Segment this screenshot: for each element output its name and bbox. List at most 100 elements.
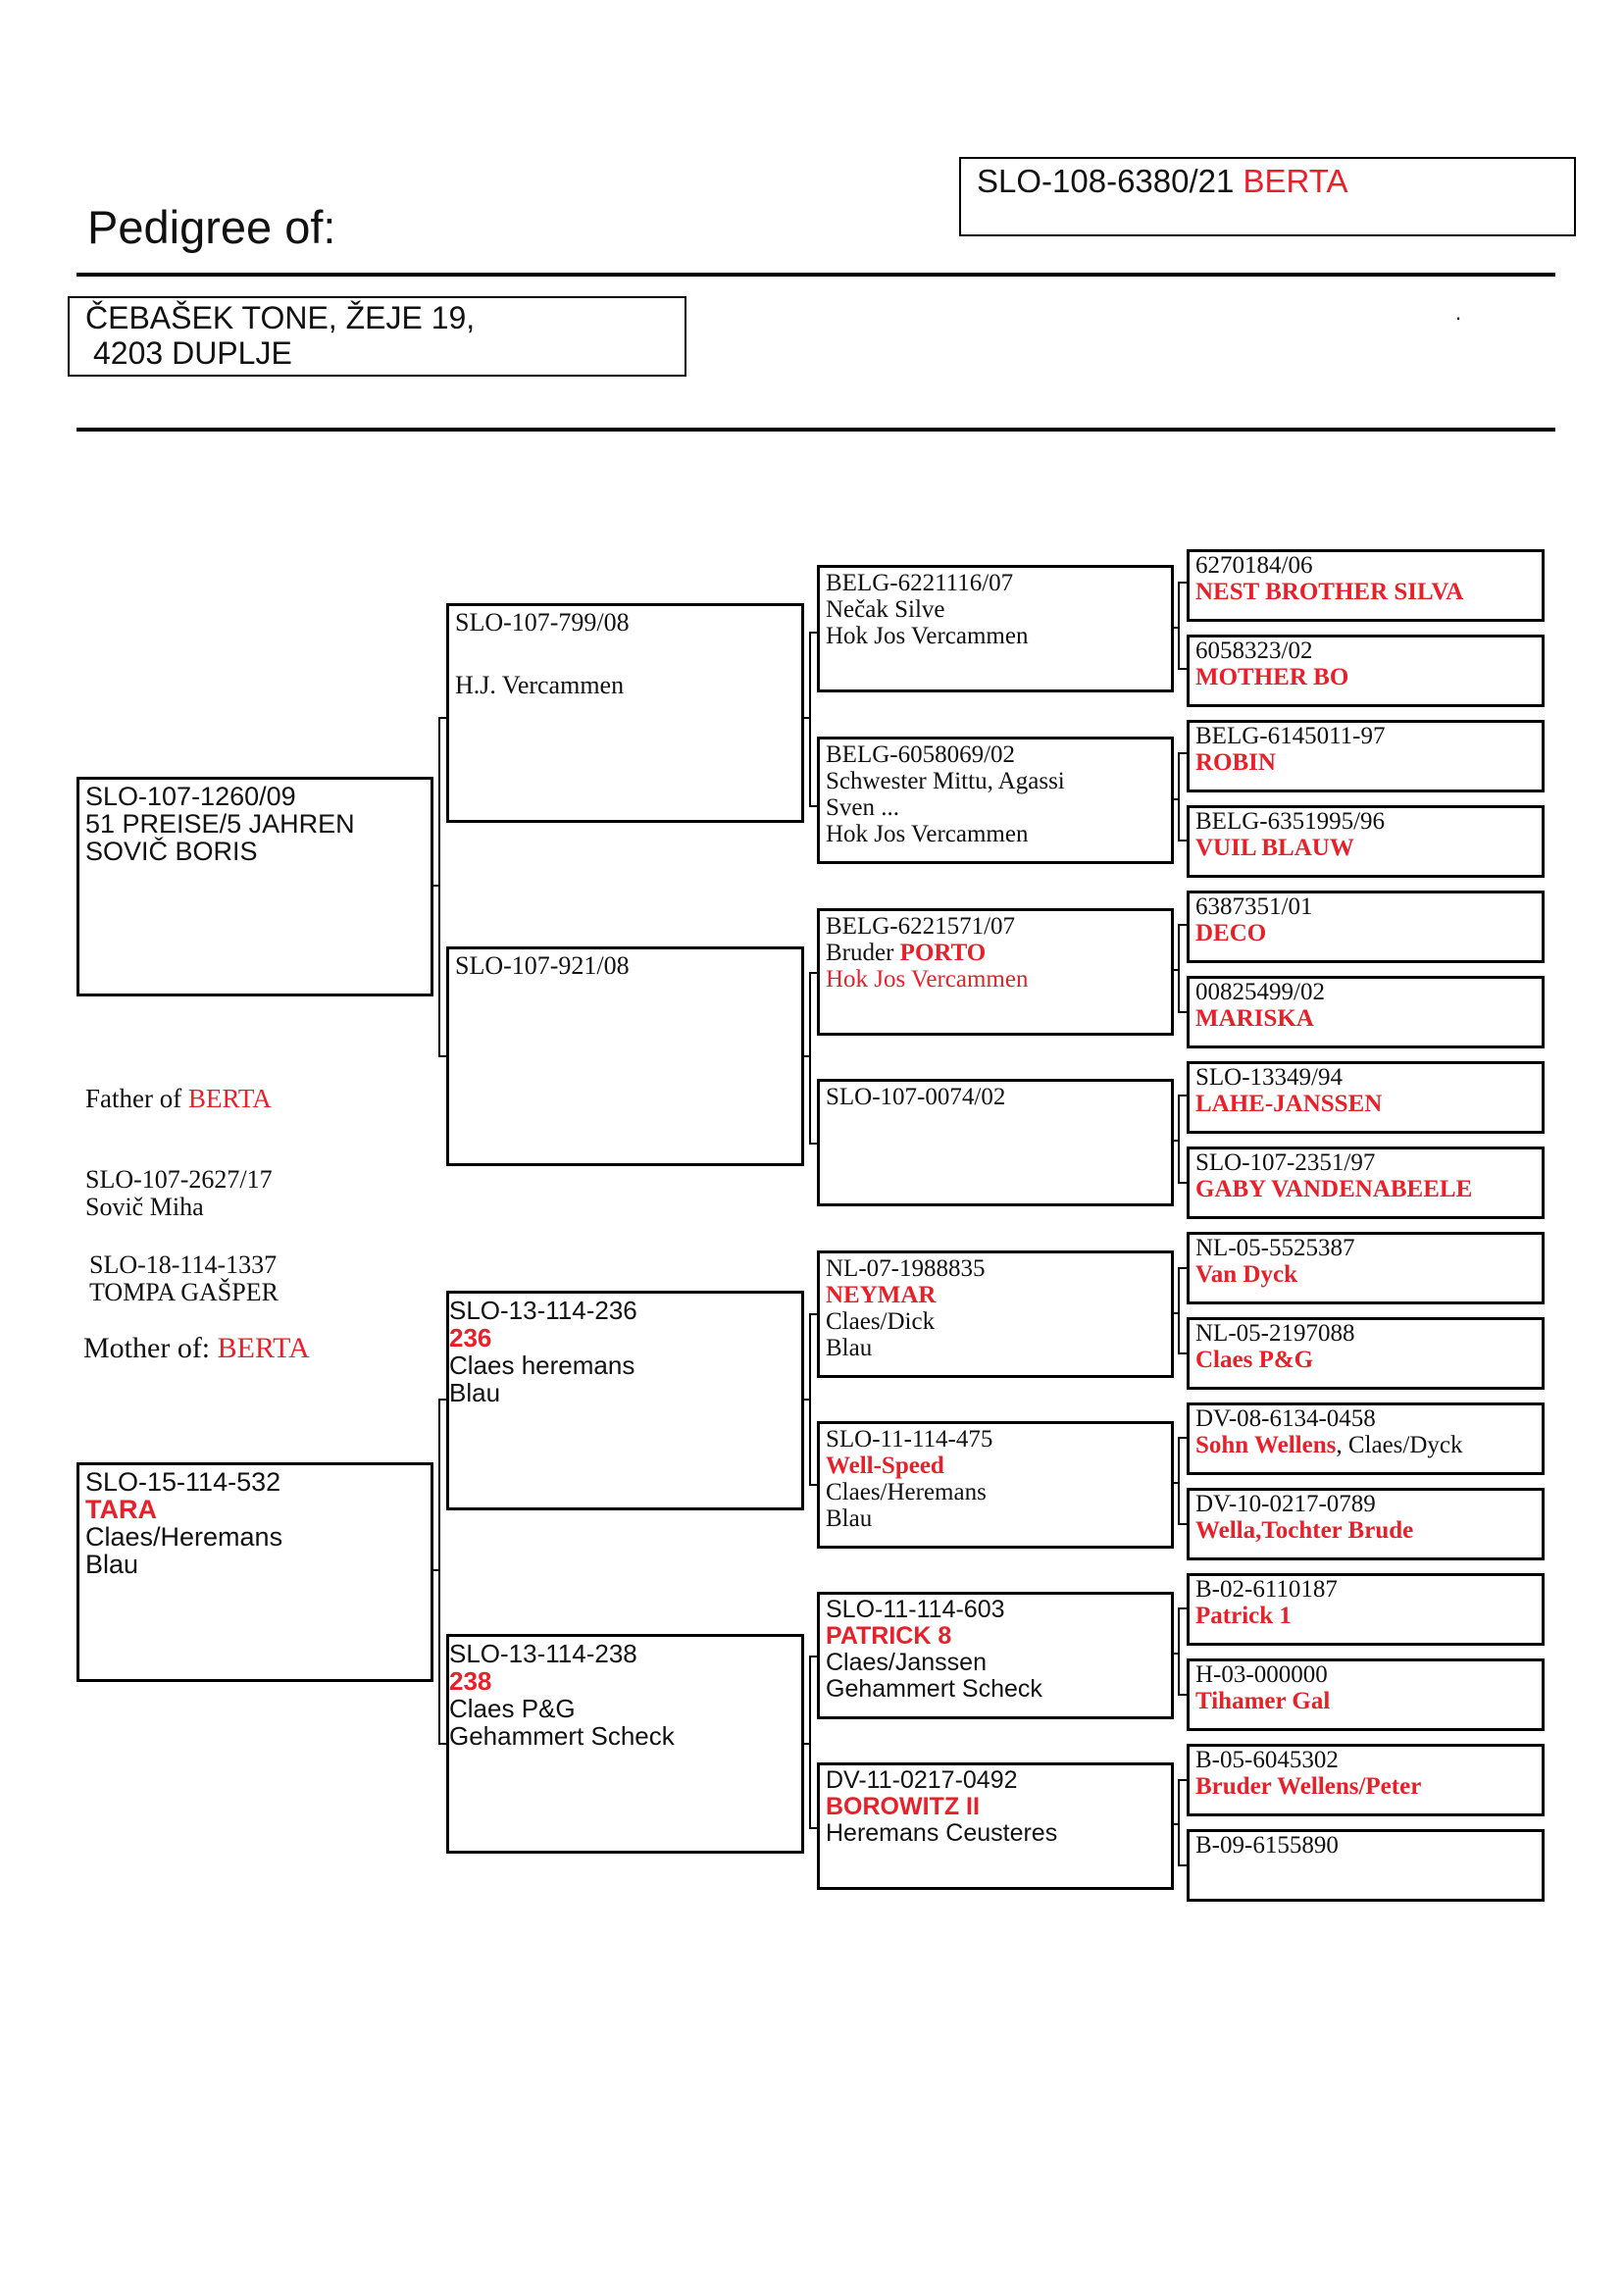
gen4-ring: 6387351/01 (1195, 893, 1313, 920)
gen4-ring: BELG-6145011-97 (1195, 723, 1386, 749)
sire-box: SLO-107-1260/09 51 PREISE/5 JAHREN SOVIČ… (76, 777, 433, 996)
gen4-ring: BELG-6351995/96 (1195, 808, 1386, 835)
gen4-box-15: B-05-6045302 Bruder Wellens/Peter (1187, 1744, 1545, 1816)
gen4-name: Claes P&G (1195, 1347, 1314, 1373)
gen4-box-6: 00825499/02 MARISKA (1187, 976, 1545, 1048)
dss-line4: Blau (826, 1335, 873, 1361)
sss-line3: Hok Jos Vercammen (826, 623, 1029, 649)
dds-name: PATRICK 8 (826, 1622, 952, 1650)
gen4-box-13: B-02-6110187 Patrick 1 (1187, 1573, 1545, 1646)
dss-line3: Claes/Dick (826, 1308, 936, 1335)
gen4-name: NEST BROTHER SILVA (1195, 579, 1464, 605)
dam-line3: Claes/Heremans (85, 1522, 283, 1552)
ds-ring: SLO-13-114-236 (449, 1296, 637, 1325)
gen4-name: MARISKA (1195, 1005, 1314, 1032)
sire-ring: SLO-107-1260/09 (85, 782, 296, 811)
gen4-box-14: H-03-000000 Tihamer Gal (1187, 1658, 1545, 1731)
gen4-name: Patrick 1 (1195, 1603, 1292, 1629)
dss-box: NL-07-1988835 NEYMAR Claes/Dick Blau (817, 1250, 1174, 1378)
gen4-ring: NL-05-5525387 (1195, 1235, 1355, 1261)
sss-line2: Nečak Silve (826, 596, 945, 623)
page-title: Pedigree of: (87, 201, 336, 253)
dam-box: SLO-15-114-532 TARA Claes/Heremans Blau (76, 1462, 433, 1682)
ssd-line4: Hok Jos Vercammen (826, 821, 1029, 847)
sd-ring: SLO-107-921/08 (455, 951, 630, 980)
gen4-name: GABY VANDENABEELE (1195, 1176, 1473, 1202)
gen4-name-suffix: , Claes/Dyck (1336, 1432, 1463, 1458)
ss-breeder: H.J. Vercammen (455, 671, 625, 699)
father-of-name: BERTA (187, 1084, 272, 1113)
gen4-ring: B-09-6155890 (1195, 1832, 1339, 1859)
sire-performance: 51 PREISE/5 JAHREN (85, 809, 355, 839)
dsd-line4: Blau (826, 1505, 873, 1532)
gen4-ring: SLO-107-2351/97 (1195, 1149, 1376, 1176)
dds-line4: Gehammert Scheck (826, 1675, 1042, 1703)
sibling2-owner: TOMPA GAŠPER (89, 1278, 279, 1306)
header-divider-bottom (76, 428, 1555, 432)
dam-sire-box: SLO-13-114-236 236 Claes heremans Blau (446, 1291, 804, 1510)
dsd-line3: Claes/Heremans (826, 1479, 987, 1505)
father-of-label: Father of (85, 1084, 182, 1113)
gen4-name: VUIL BLAUW (1195, 835, 1354, 861)
sss-ring: BELG-6221116/07 (826, 570, 1014, 596)
ss-ring: SLO-107-799/08 (455, 608, 630, 637)
owner-line1: ČEBAŠEK TONE, ŽEJE 19, (85, 300, 476, 335)
ssd-box: BELG-6058069/02 Schwester Mittu, Agassi … (817, 737, 1174, 864)
dsd-ring: SLO-11-114-475 (826, 1426, 993, 1453)
dsd-name: Well-Speed (826, 1453, 944, 1479)
sdd-ring: SLO-107-0074/02 (826, 1084, 1006, 1110)
dam-line4: Blau (85, 1550, 139, 1579)
gen4-ring: B-02-6110187 (1195, 1576, 1338, 1603)
gen4-ring: NL-05-2197088 (1195, 1320, 1355, 1347)
gen4-ring: 6058323/02 (1195, 637, 1313, 664)
gen4-box-2: 6058323/02 MOTHER BO (1187, 635, 1545, 707)
gen4-box-7: SLO-13349/94 LAHE-JANSSEN (1187, 1061, 1545, 1134)
gen4-ring: DV-08-6134-0458 (1195, 1405, 1376, 1432)
gen4-ring: SLO-13349/94 (1195, 1064, 1343, 1091)
mother-of-name: BERTA (217, 1332, 310, 1364)
sire-breeder: SOVIČ BORIS (85, 837, 258, 866)
ssd-line2: Schwester Mittu, Agassi (826, 768, 1065, 794)
pigeon-id-box: SLO-108-6380/21 BERTA (959, 157, 1576, 236)
dds-line3: Claes/Janssen (826, 1649, 987, 1676)
gen4-box-16: B-09-6155890 (1187, 1829, 1545, 1902)
gen4-name: LAHE-JANSSEN (1195, 1091, 1383, 1117)
stray-dot: . (1455, 300, 1462, 325)
gen4-name: DECO (1195, 920, 1267, 946)
gen4-name: Tihamer Gal (1195, 1688, 1331, 1714)
gen4-name: Bruder Wellens/Peter (1195, 1773, 1422, 1800)
gen4-box-12: DV-10-0217-0789 Wella,Tochter Brude (1187, 1488, 1545, 1560)
pigeon-ring: SLO-108-6380/21 (977, 163, 1235, 199)
dsd-box: SLO-11-114-475 Well-Speed Claes/Heremans… (817, 1421, 1174, 1549)
sds-box: BELG-6221571/07 Bruder PORTO Hok Jos Ver… (817, 908, 1174, 1036)
sibling2-ring: SLO-18-114-1337 (89, 1250, 278, 1279)
gen4-ring: DV-10-0217-0789 (1195, 1491, 1376, 1517)
sibling-note-1: SLO-107-2627/17 Sovič Miha (85, 1166, 273, 1221)
ddd-line3: Heremans Ceusteres (826, 1819, 1058, 1847)
sds-line3: Hok Jos Vercammen (826, 966, 1029, 993)
gen4-box-4: BELG-6351995/96 VUIL BLAUW (1187, 805, 1545, 878)
gen4-box-10: NL-05-2197088 Claes P&G (1187, 1317, 1545, 1390)
dam-dam-box: SLO-13-114-238 238 Claes P&G Gehammert S… (446, 1634, 804, 1854)
ds-line3: Claes heremans (449, 1351, 635, 1380)
gen4-name: ROBIN (1195, 749, 1276, 776)
dd-line4: Gehammert Scheck (449, 1721, 675, 1751)
dss-name: NEYMAR (826, 1282, 937, 1308)
gen4-name: Wella,Tochter Brude (1195, 1517, 1414, 1544)
pigeon-name: BERTA (1243, 163, 1348, 199)
gen4-box-11: DV-08-6134-0458 Sohn Wellens, Claes/Dyck (1187, 1402, 1545, 1475)
mother-of-note: Mother of: BERTA (83, 1331, 310, 1366)
sds-name: PORTO (899, 940, 987, 966)
father-of-note: Father of BERTA (85, 1083, 272, 1114)
ddd-box: DV-11-0217-0492 BOROWITZ II Heremans Ceu… (817, 1762, 1174, 1890)
owner-box: ČEBAŠEK TONE, ŽEJE 19, 4203 DUPLJE (68, 296, 686, 377)
sire-dam-box: SLO-107-921/08 (446, 946, 804, 1166)
ddd-name: BOROWITZ II (826, 1793, 980, 1820)
sss-box: BELG-6221116/07 Nečak Silve Hok Jos Verc… (817, 565, 1174, 692)
gen4-ring: H-03-000000 (1195, 1661, 1328, 1688)
ssd-ring: BELG-6058069/02 (826, 741, 1016, 768)
ds-line4: Blau (449, 1378, 501, 1407)
gen4-name-line: Sohn Wellens, Claes/Dyck (1195, 1432, 1536, 1458)
dds-box: SLO-11-114-603 PATRICK 8 Claes/Janssen G… (817, 1592, 1174, 1719)
